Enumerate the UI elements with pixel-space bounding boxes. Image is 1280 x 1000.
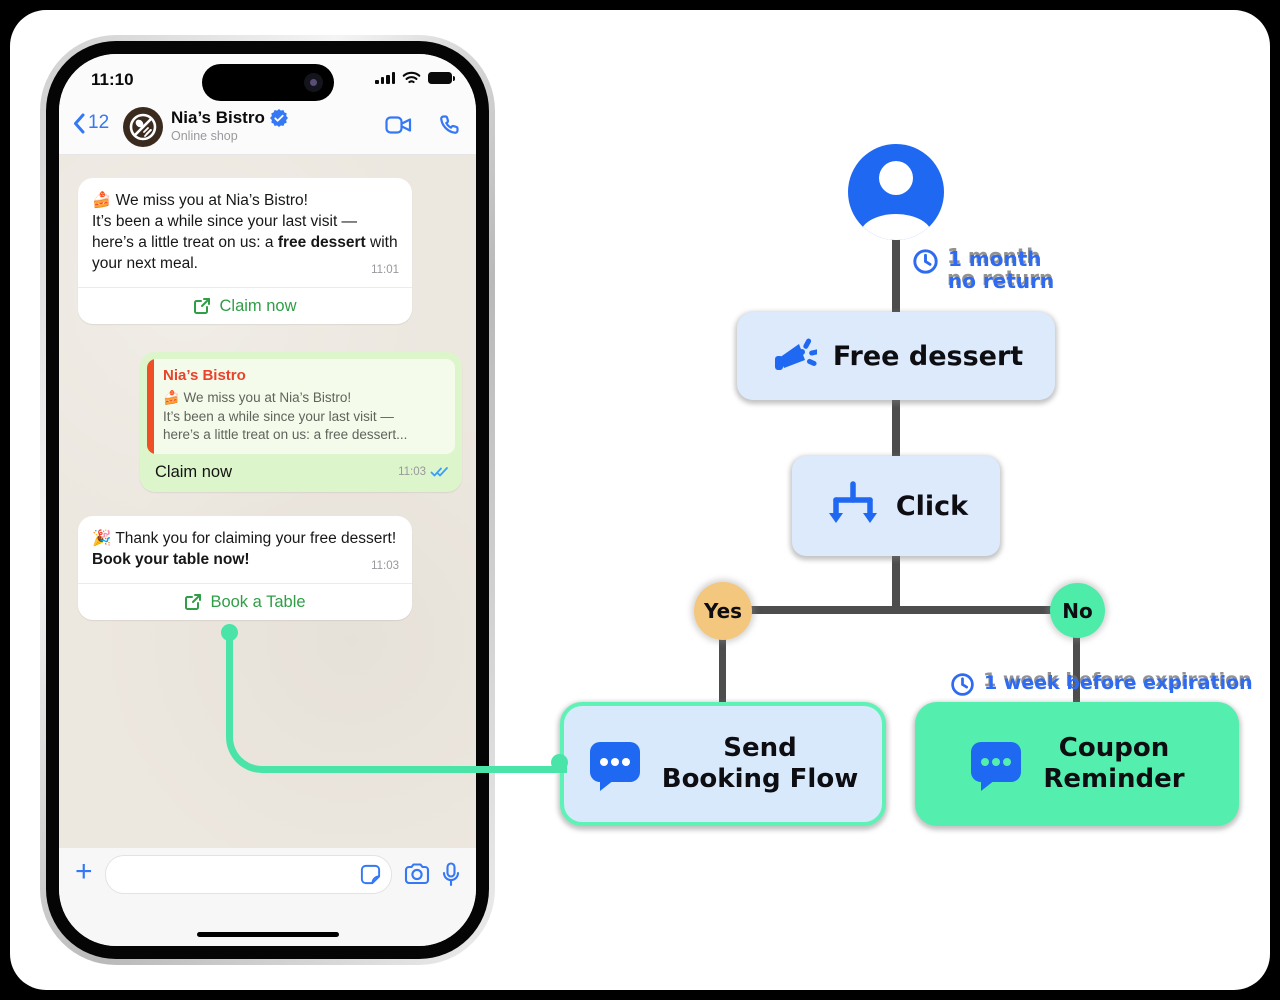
message-input-bar: + [59, 848, 476, 900]
clock-icon [913, 249, 938, 274]
expiry-note-text: 1 week before expiration [984, 672, 1253, 694]
phone-bezel: 11:10 12 [46, 41, 489, 959]
dynamic-island [201, 64, 334, 101]
bottom-area [59, 900, 476, 946]
quote-title: Nia’s Bistro [163, 367, 246, 384]
incoming-message-2: 🎉 Thank you for claiming your free desse… [78, 516, 412, 620]
verified-badge-icon [269, 109, 288, 127]
camera-icon[interactable] [404, 863, 430, 885]
branch-yes-badge: Yes [694, 582, 752, 640]
external-link-icon [194, 298, 211, 314]
expiry-note: 1 week before expiration [950, 672, 1253, 697]
flow-line [892, 556, 900, 610]
megaphone-icon [774, 338, 817, 370]
video-call-icon[interactable] [385, 115, 412, 135]
avatar[interactable] [123, 107, 163, 147]
home-indicator[interactable] [196, 931, 339, 937]
chevron-left-icon [74, 113, 85, 133]
chat-bubble-icon [971, 742, 1022, 791]
phone-call-icon[interactable] [438, 114, 460, 136]
node-label: Click [895, 490, 969, 522]
external-link-icon [185, 594, 202, 610]
chat-subtitle: Online shop [171, 129, 238, 143]
message-text: 🎉 Thank you for claiming your free desse… [78, 516, 412, 583]
clock-icon [951, 673, 974, 696]
branch-no-badge: No [1050, 583, 1105, 638]
flow-node-free-dessert[interactable]: Free dessert [737, 312, 1055, 400]
no-line [1073, 632, 1080, 704]
status-time: 11:10 [91, 70, 134, 89]
split-arrow-icon [828, 481, 877, 523]
signal-icon [375, 72, 395, 84]
sticker-icon[interactable] [359, 863, 382, 886]
cta-connector-line [226, 630, 567, 773]
node-label: Free dessert [832, 340, 1024, 372]
outgoing-message: Nia’s Bistro 🍰 We miss you at Nia’s Bist… [140, 352, 462, 492]
read-receipt-icon [430, 467, 448, 477]
flow-line [892, 238, 900, 314]
phone-screen: 11:10 12 [59, 54, 476, 946]
chat-title: Nia’s Bistro [171, 108, 265, 127]
unread-count: 12 [88, 112, 110, 133]
front-camera-icon [303, 73, 323, 92]
wifi-icon [402, 71, 421, 84]
customer-icon [848, 144, 944, 240]
mic-icon[interactable] [442, 861, 460, 887]
attach-button[interactable]: + [75, 855, 93, 888]
chat-bubble-icon [589, 742, 640, 791]
trigger-note-text: 1 month no return [948, 247, 1055, 293]
chat-header: 12 Nia’s Bistro Online s [59, 102, 476, 155]
quoted-message[interactable]: Nia’s Bistro 🍰 We miss you at Nia’s Bist… [147, 359, 455, 454]
incoming-message-1: 🍰 We miss you at Nia’s Bistro! It’s been… [78, 178, 412, 324]
reply-text: Claim now [155, 462, 233, 481]
chat-body: 🍰 We miss you at Nia’s Bistro! It’s been… [59, 155, 476, 848]
phone-mockup: 11:10 12 [40, 35, 495, 965]
branch-line [721, 606, 1079, 614]
message-text: 🍰 We miss you at Nia’s Bistro! It’s been… [78, 178, 412, 287]
trigger-note: 1 month no return [912, 248, 1054, 292]
flow-node-click[interactable]: Click [792, 456, 1000, 556]
book-a-table-button[interactable]: Book a Table [78, 583, 412, 620]
connector-start-dot [221, 624, 238, 641]
status-bar: 11:10 [59, 54, 476, 102]
connector-end-dot [551, 754, 568, 771]
message-time: 11:03 [398, 466, 426, 478]
quote-text: 🍰 We miss you at Nia’s Bistro! It’s been… [163, 390, 408, 442]
battery-icon [428, 72, 455, 84]
message-time: 11:03 [371, 560, 399, 572]
message-time: 11:01 [371, 264, 399, 276]
yes-line [719, 632, 726, 704]
flow-line [892, 400, 900, 456]
back-button[interactable]: 12 [73, 112, 109, 134]
message-input[interactable] [104, 854, 392, 894]
claim-now-button[interactable]: Claim now [78, 287, 412, 324]
bistro-logo-icon [129, 113, 157, 141]
